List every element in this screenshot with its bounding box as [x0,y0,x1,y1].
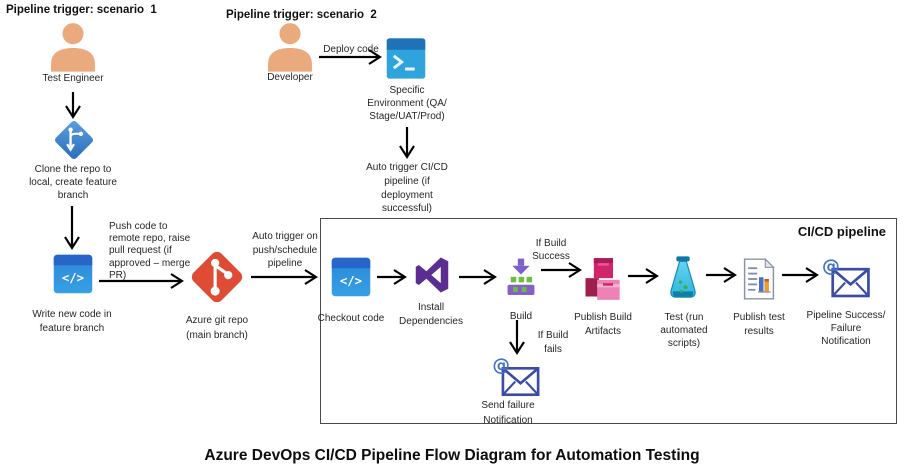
specific-environment-label: Specific Environment (QA/ Stage/UAT/Prod… [367,85,447,122]
write-code-label: Write new code in feature branch [32,309,112,334]
auto-trigger-push-label: Auto trigger on push/schedule pipeline [252,231,318,269]
scenario1-heading: Pipeline trigger: scenario 1 [6,4,157,16]
failure-notification-mail-icon: @ [492,356,542,400]
checkout-code-label: Checkout code [317,313,385,324]
pipeline-notification-label: Pipeline Success/ Failure Notification [806,310,886,348]
svg-text:@: @ [492,356,510,376]
svg-text:</>: </> [62,271,84,285]
clone-repo-label: Clone the repo to local, create feature … [29,164,117,201]
test-engineer-person-icon [46,20,100,76]
scenario2-heading: Pipeline trigger: scenario 2 [226,9,377,21]
git-branch-icon [52,118,96,162]
test-scripts-label: Test (run automated scripts) [660,312,708,350]
cicd-pipeline-box-label: CI/CD pipeline [797,224,886,239]
pipeline-notification-mail-icon: @ [822,256,872,302]
developer-person-icon [263,20,317,76]
publish-results-label: Publish test results [733,312,785,337]
test-engineer-label: Test Engineer [42,73,104,84]
cicd-pipeline-box: CI/CD pipeline [320,218,897,424]
send-failure-notification-label: Send failure Notification [481,400,535,426]
install-dependencies-label: Install Dependencies [399,302,463,327]
deploy-code-label: Deploy code [323,44,379,55]
publish-artifacts-icon [583,255,623,303]
build-label: Build [509,311,533,322]
if-build-success-label: If Build Success [532,238,570,262]
terminal-environment-icon [385,36,427,81]
build-icon [502,257,540,303]
azure-git-repo-label: Azure git repo (main branch) [185,315,249,341]
visual-studio-icon [411,255,453,295]
push-code-label: Push code to remote repo, raise pull req… [109,221,191,281]
svg-text:@: @ [822,256,840,277]
test-flask-icon [663,254,703,302]
azure-git-repo-icon [187,247,247,307]
write-code-icon: </> [52,253,94,295]
diagram-title: Azure DevOps CI/CD Pipeline Flow Diagram… [204,447,700,464]
test-report-icon [741,257,777,301]
developer-label: Developer [267,72,313,83]
auto-trigger-cicd-label: Auto trigger CI/CD pipeline (if deployme… [366,162,448,215]
checkout-code-icon: </> [330,256,372,298]
svg-text:</>: </> [340,274,362,288]
publish-artifacts-label: Publish Build Artifacts [574,312,632,337]
if-build-fails-label: If Build fails [537,330,569,355]
